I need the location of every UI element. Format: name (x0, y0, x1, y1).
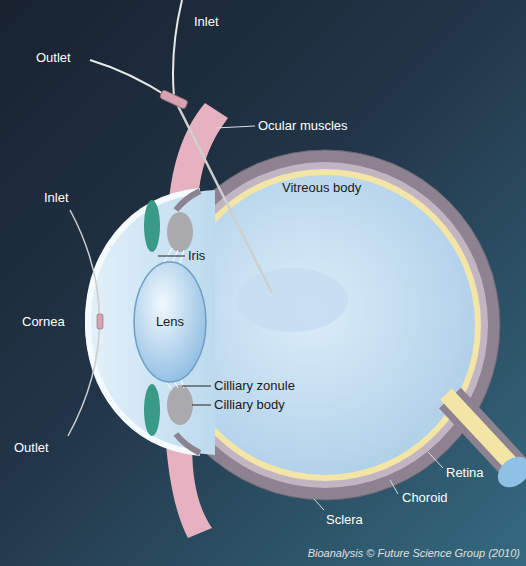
part-label: Cilliary body (214, 397, 285, 412)
muscle-end (492, 450, 526, 493)
part-label: Sclera (326, 512, 363, 527)
iris (144, 384, 160, 436)
probe-tubing (173, 0, 182, 97)
part-label: Vitreous body (282, 180, 361, 195)
part-label: Choroid (402, 490, 448, 505)
probe-collar (159, 89, 188, 109)
part-label: Retina (446, 465, 484, 480)
port-label: Outlet (14, 440, 49, 455)
part-label: Cilliary zonule (214, 378, 295, 393)
part-label: Cornea (22, 314, 65, 329)
vitreous-body (175, 175, 475, 475)
corneal-probe (68, 210, 100, 436)
port-label: Outlet (36, 50, 71, 65)
leader-line (215, 126, 443, 510)
leader-line (158, 256, 211, 405)
probe-membrane (97, 314, 103, 329)
probe-tubing (90, 60, 170, 98)
iris (144, 200, 160, 252)
lens (134, 262, 206, 382)
retina (169, 169, 481, 481)
probe-needle (175, 100, 272, 293)
credit-watermark: Bioanalysis © Future Science Group (2010… (308, 546, 520, 561)
ciliary-body (167, 212, 193, 252)
part-label: Iris (188, 248, 205, 263)
optic-nerve (446, 394, 515, 468)
port-label: Inlet (44, 190, 69, 205)
part-label: Lens (156, 314, 184, 329)
part-label: Ocular muscles (258, 118, 348, 133)
port-label: Inlet (194, 14, 219, 29)
ciliary-body (167, 385, 193, 425)
sampling-area (236, 268, 348, 332)
cornea (85, 190, 215, 455)
